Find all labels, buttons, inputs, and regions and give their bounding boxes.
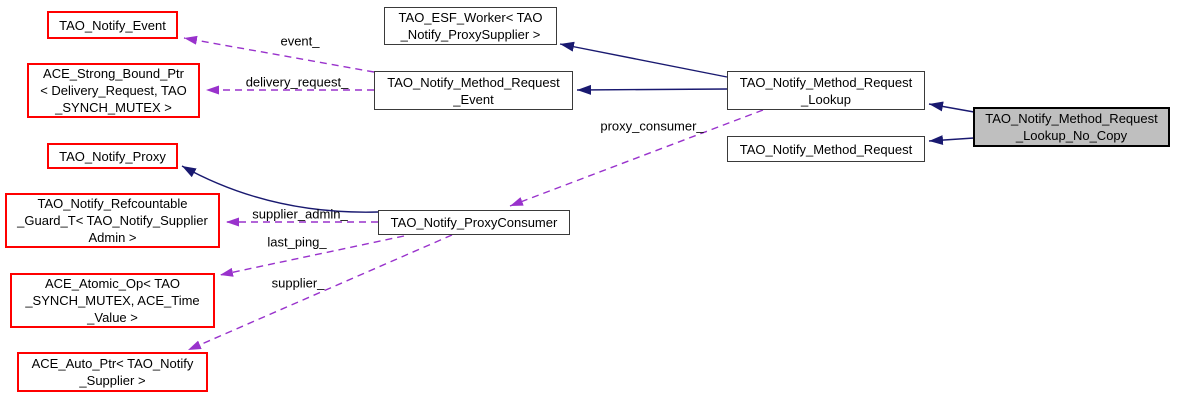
node-tao-esf-worker[interactable]: TAO_ESF_Worker< TAO _Notify_ProxySupplie… — [384, 7, 557, 45]
node-tao-notify-refcountable-guard[interactable]: TAO_Notify_Refcountable _Guard_T< TAO_No… — [5, 193, 220, 248]
node-tao-notify-method-request-lookup-no-copy: TAO_Notify_Method_Request _Lookup_No_Cop… — [973, 107, 1170, 147]
usage-edge-event — [183, 35, 375, 73]
node-ace-atomic-op[interactable]: ACE_Atomic_Op< TAO _SYNCH_MUTEX, ACE_Tim… — [10, 273, 215, 328]
edge-label-supplier: supplier_ — [271, 275, 325, 291]
node-tao-notify-method-request[interactable]: TAO_Notify_Method_Request — [727, 136, 925, 162]
inheritance-edge-lookup-to-method-request-event — [576, 84, 728, 95]
inheritance-edge-lookup-to-esf-worker — [559, 41, 728, 78]
node-tao-notify-proxy[interactable]: TAO_Notify_Proxy — [47, 143, 178, 169]
node-tao-notify-method-request-lookup[interactable]: TAO_Notify_Method_Request _Lookup — [727, 71, 925, 110]
usage-edge-supplier — [187, 234, 453, 351]
edge-label-last-ping: last_ping_ — [267, 234, 327, 250]
node-tao-notify-proxy-consumer[interactable]: TAO_Notify_ProxyConsumer — [378, 210, 570, 235]
node-tao-notify-event[interactable]: TAO_Notify_Event — [47, 11, 178, 39]
node-ace-strong-bound-ptr[interactable]: ACE_Strong_Bound_Ptr < Delivery_Request,… — [27, 63, 200, 118]
inheritance-edge-no-copy-to-lookup — [928, 101, 975, 113]
edge-label-proxy-consumer: proxy_consumer_ — [600, 118, 704, 134]
edge-label-supplier-admin: supplier_admin_ — [252, 206, 348, 222]
edge-label-event: event_ — [280, 33, 320, 49]
node-ace-auto-ptr[interactable]: ACE_Auto_Ptr< TAO_Notify _Supplier > — [17, 352, 208, 392]
inheritance-edge-no-copy-to-method-request — [928, 135, 975, 146]
node-tao-notify-method-request-event[interactable]: TAO_Notify_Method_Request _Event — [374, 71, 573, 110]
edge-label-delivery-request: delivery_request_ — [245, 74, 349, 90]
